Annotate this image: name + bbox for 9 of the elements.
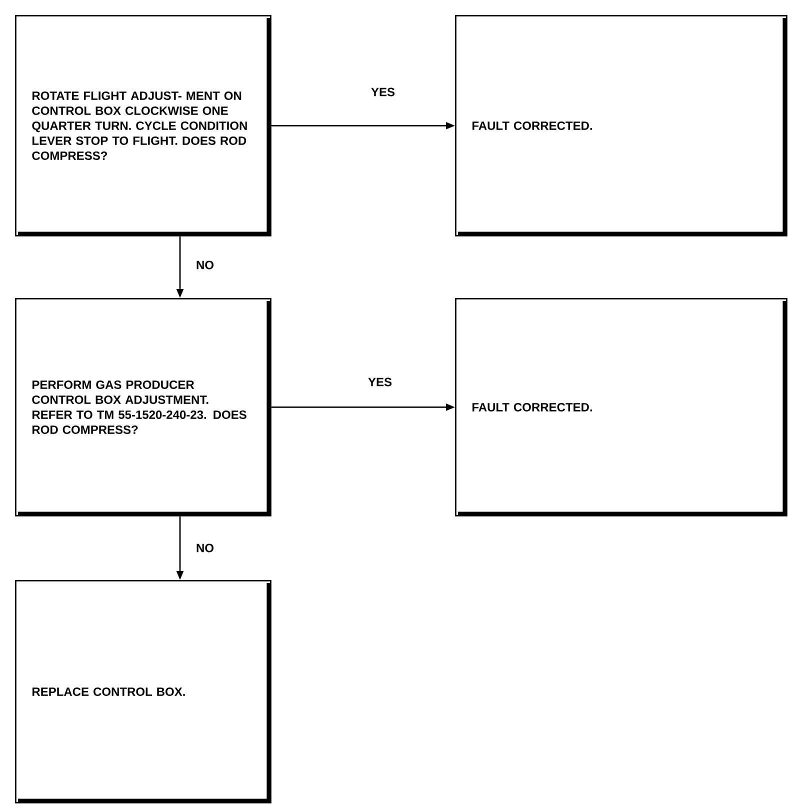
edge-label: NO — [196, 260, 214, 270]
edge-label: YES — [371, 88, 395, 96]
process-box: FAULT CORRECTED. — [455, 298, 788, 516]
process-box: FAULT CORRECTED. — [455, 15, 788, 236]
process-box: REPLACE CONTROL BOX. — [15, 580, 272, 804]
edge-label: NO — [196, 544, 214, 552]
process-box: ROTATE FLIGHT ADJUST- MENT ON CONTROL BOX CLOCKWISE ONE QUARTER TURN. CYCLE CONDITION LEVER STOP TO FLIGHT. DOES ROD COMPRESS? — [15, 15, 272, 236]
process-box: PERFORM GAS PRODUCER CONTROL BOX ADJUSTMENT. REFER TO TM 55-1520-240-23. DOES ROD COMPRESS? — [15, 298, 272, 516]
edge-label: YES — [368, 378, 392, 386]
